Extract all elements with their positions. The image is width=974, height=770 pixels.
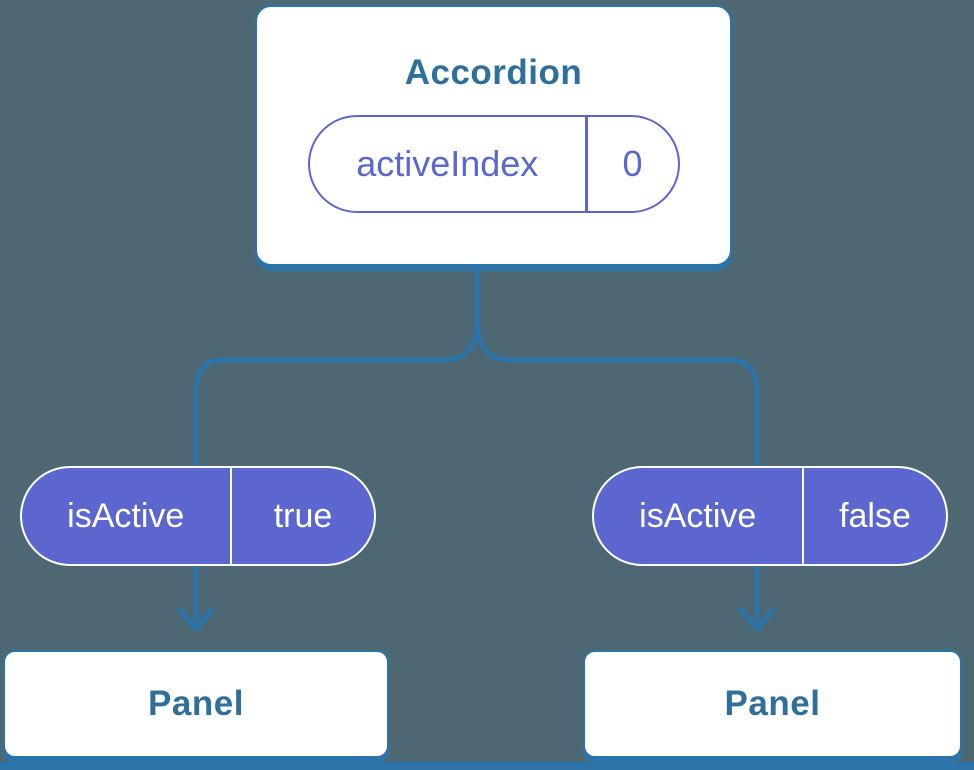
prop-pill-name: isActive [67, 496, 185, 535]
connector-branch-left [193, 264, 480, 622]
accordion-node-card: Accordion activeIndex 0 [255, 5, 732, 266]
state-pill: activeIndex 0 [307, 115, 680, 213]
panel-node-label: Panel [724, 684, 821, 723]
bottom-border-line [0, 762, 974, 770]
panel-node-card-left: Panel [3, 650, 389, 758]
prop-pill-divider [229, 468, 232, 564]
prop-pill-is-active-false: isActive false [592, 466, 948, 566]
panel-node-card-right: Panel [583, 650, 962, 758]
prop-pill-value: true [273, 496, 333, 535]
prop-pill-divider [801, 468, 804, 564]
state-pill-name: activeIndex [356, 143, 539, 184]
state-pill-divider [585, 117, 588, 211]
accordion-node-title: Accordion [404, 53, 583, 92]
prop-pill-name: isActive [639, 496, 757, 535]
connector-branch-right [474, 264, 760, 622]
arrow-down-icon [177, 607, 215, 632]
prop-pill-is-active-true: isActive true [20, 466, 376, 566]
panel-node-label: Panel [148, 684, 244, 723]
prop-pill-value: false [839, 496, 911, 535]
state-pill-value: 0 [622, 143, 643, 184]
arrow-down-icon [738, 607, 776, 632]
